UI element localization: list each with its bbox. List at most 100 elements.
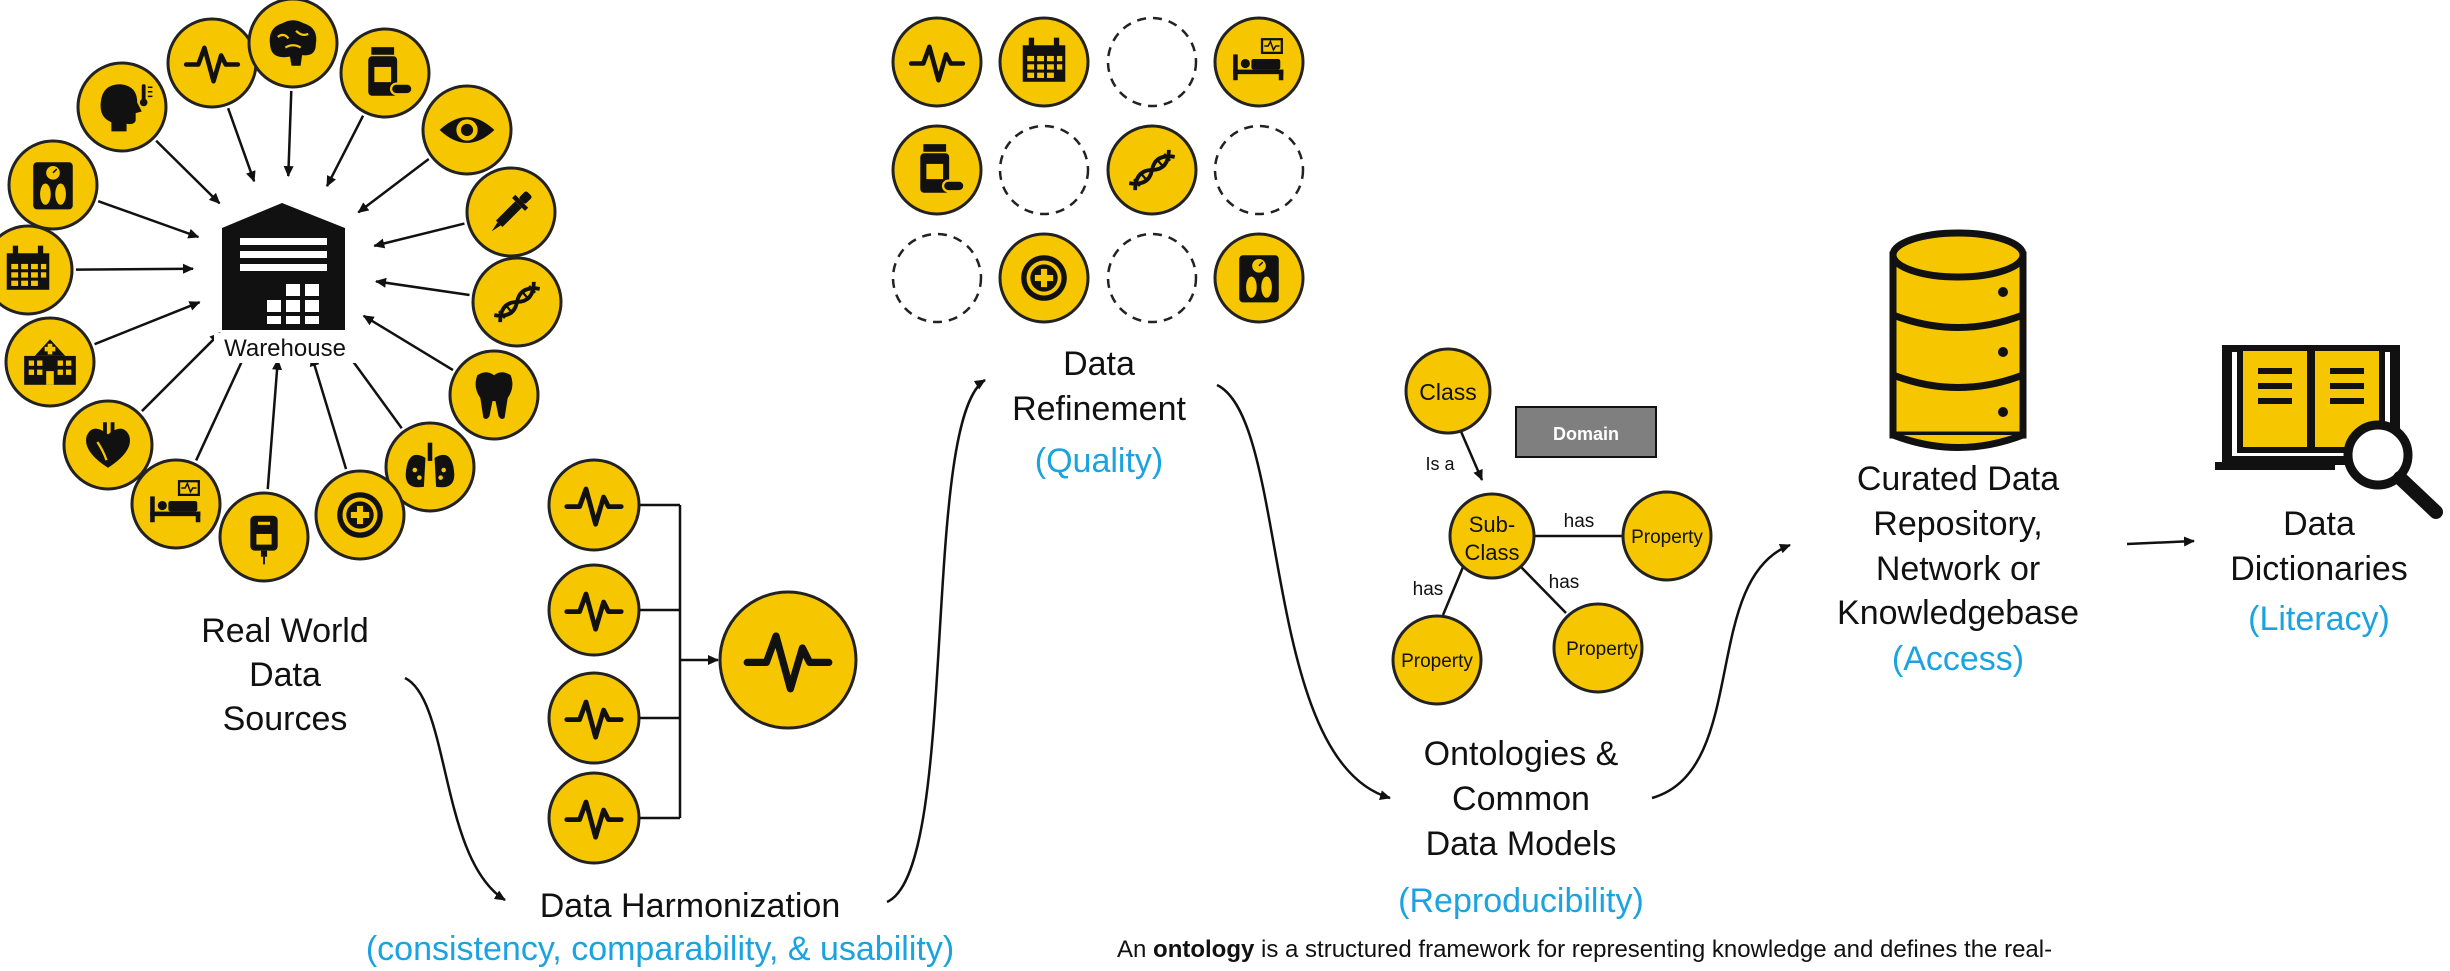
source-icons — [0, 0, 563, 583]
harmonization-input-2 — [547, 563, 641, 657]
source-arrow — [141, 332, 221, 412]
subclass-node: Sub- Class — [1448, 492, 1536, 580]
subclass-label-2: Class — [1464, 540, 1519, 565]
ontologies-subtitle: (Reproducibility) — [1398, 882, 1644, 920]
source-arrow — [357, 158, 430, 214]
class-node: Class — [1404, 347, 1492, 435]
harmonization-input-1 — [547, 458, 641, 552]
grid-cell-12 — [1213, 232, 1305, 324]
flow-arrow-sources-to-harmonization — [404, 676, 506, 902]
medical-cross-icon — [1021, 255, 1067, 301]
has-label-1: has — [1564, 511, 1595, 532]
refinement-grid — [891, 16, 1305, 324]
domain-label: Domain — [1553, 424, 1619, 444]
real-world-sources-section: Warehouse Real World Data Sources — [0, 0, 563, 738]
source-node — [448, 349, 540, 441]
sources-title-line3: Sources — [223, 700, 348, 738]
source-node — [314, 469, 406, 561]
source-arrow — [373, 222, 465, 249]
source-node-circle — [166, 17, 258, 109]
repository-section: Curated Data Repository, Network or Know… — [1837, 460, 2079, 678]
refinement-title-line2: Refinement — [1012, 390, 1186, 428]
harmonization-input-4 — [547, 771, 641, 865]
source-arrow — [283, 90, 294, 178]
repository-subtitle: (Access) — [1892, 640, 2024, 678]
flow-arrow-repository-to-dictionaries — [2126, 536, 2195, 547]
source-node — [0, 224, 74, 316]
source-node — [421, 84, 513, 176]
refinement-title-line1: Data — [1063, 345, 1135, 383]
class-label: Class — [1419, 379, 1477, 405]
source-node-circle — [384, 421, 476, 513]
property-node-middle: Property — [1552, 602, 1644, 694]
grid-cell-6-empty — [998, 124, 1090, 216]
flow-arrow-harmonization-to-refinement — [886, 378, 986, 904]
ontologies-section: Ontologies & Common Data Models (Reprodu… — [1398, 735, 1644, 920]
warehouse-label: Warehouse — [224, 335, 346, 362]
domain-box: Domain — [1515, 406, 1657, 458]
database-icon — [1889, 229, 2027, 451]
source-arrow — [94, 301, 201, 346]
source-node — [4, 316, 96, 408]
source-arrow — [325, 115, 365, 188]
grid-cell-9-empty — [891, 232, 983, 324]
dictionary-book-icon — [2215, 345, 2443, 519]
source-arrow — [194, 350, 248, 461]
scale-icon — [1238, 254, 1280, 304]
grid-cell-10 — [998, 232, 1090, 324]
medical-cross-icon — [337, 492, 383, 538]
source-arrow — [309, 355, 348, 470]
harmonization-input-3 — [547, 671, 641, 765]
grid-cell-1 — [891, 16, 983, 108]
grid-cell-7 — [1106, 124, 1198, 216]
dictionaries-title-line2: Dictionaries — [2230, 550, 2408, 588]
grid-cell-8-empty — [1213, 124, 1305, 216]
has-label-3: has — [1549, 572, 1580, 593]
sources-title-line1: Real World — [201, 612, 369, 650]
has-label-2: has — [1413, 579, 1444, 600]
source-node — [465, 166, 557, 258]
flow-arrow-refinement-to-ontologies — [1216, 383, 1391, 800]
grid-cell-3-empty — [1106, 16, 1198, 108]
warehouse-icon: Warehouse — [214, 203, 356, 363]
harmonization-connectors — [640, 503, 719, 820]
dictionaries-title-line1: Data — [2283, 505, 2355, 543]
property-node-left: Property — [1391, 614, 1483, 706]
scale-icon — [32, 161, 74, 211]
repository-title-line2: Repository, — [1873, 505, 2042, 543]
dictionaries-section: Data Dictionaries (Literacy) — [2230, 505, 2408, 638]
source-node — [166, 17, 258, 109]
ontologies-title-line1: Ontologies & — [1424, 735, 1619, 773]
source-arrow — [75, 263, 195, 274]
source-node — [247, 0, 339, 89]
subclass-label-1: Sub- — [1469, 512, 1515, 537]
harmonization-subtitle: (consistency, comparability, & usability… — [366, 930, 954, 968]
source-arrow — [375, 277, 470, 297]
dictionaries-subtitle: (Literacy) — [2248, 600, 2390, 638]
refinement-section: Data Refinement (Quality) — [891, 16, 1305, 480]
source-arrow — [266, 358, 283, 490]
sources-title-line2: Data — [249, 656, 321, 694]
is-a-label: Is a — [1425, 454, 1455, 474]
source-arrow — [362, 314, 454, 372]
source-node — [130, 458, 222, 550]
source-node — [339, 27, 431, 119]
grid-cell-11-empty — [1106, 232, 1198, 324]
refinement-subtitle: (Quality) — [1035, 442, 1163, 480]
harmonization-output — [718, 590, 858, 730]
ontologies-title-line2: Common — [1452, 780, 1590, 818]
source-node — [7, 139, 99, 231]
repository-title-line3: Network or — [1876, 550, 2040, 588]
property-label: Property — [1631, 527, 1703, 548]
source-arrow — [226, 107, 256, 183]
harmonization-section: Data Harmonization (consistency, compara… — [366, 458, 954, 968]
source-arrow — [155, 139, 221, 205]
source-arrow — [97, 199, 200, 239]
property-label: Property — [1401, 651, 1473, 672]
source-node — [218, 491, 310, 583]
source-node — [471, 256, 563, 348]
property-label: Property — [1566, 639, 1638, 660]
ontologies-title-line3: Data Models — [1426, 825, 1617, 863]
grid-cell-2 — [998, 16, 1090, 108]
